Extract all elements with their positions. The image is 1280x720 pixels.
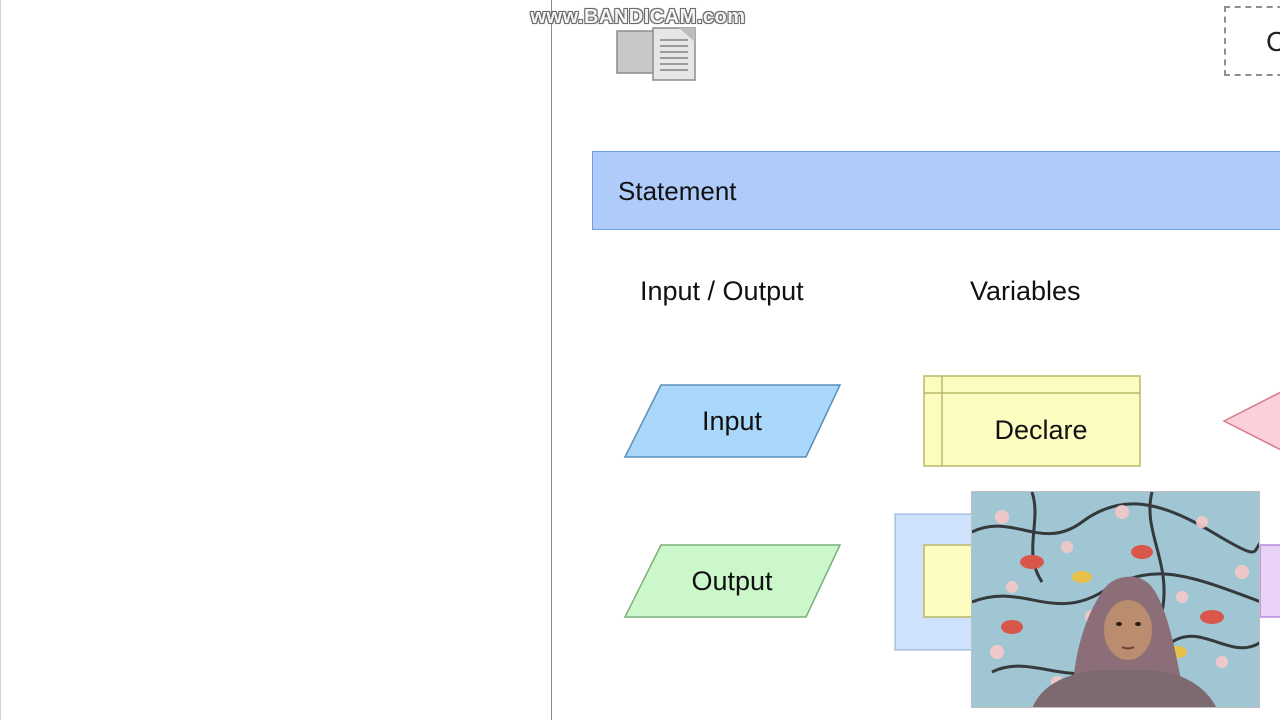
module-shape[interactable] bbox=[1259, 544, 1280, 618]
statement-section-header: Statement bbox=[592, 151, 1280, 230]
variables-heading: Variables bbox=[970, 276, 1081, 306]
output-label: Output bbox=[691, 566, 773, 596]
decision-shape[interactable] bbox=[1222, 390, 1280, 452]
statement-label: Statement bbox=[618, 176, 737, 206]
document-icon[interactable] bbox=[616, 22, 698, 82]
bandicam-watermark: www.BANDICAM.com bbox=[530, 6, 746, 28]
input-label: Input bbox=[701, 406, 763, 436]
io-heading: Input / Output bbox=[640, 276, 804, 306]
webcam-feed bbox=[972, 492, 1259, 707]
webcam-overlay bbox=[971, 491, 1260, 708]
declare-shape[interactable] bbox=[923, 375, 1141, 467]
dashed-shape-label: C bbox=[1266, 26, 1280, 58]
dashed-shape-button[interactable]: C bbox=[1224, 6, 1280, 76]
output-shape[interactable] bbox=[623, 544, 842, 618]
left-blank-panel bbox=[0, 0, 552, 720]
declare-label: Declare bbox=[994, 415, 1088, 445]
input-shape[interactable] bbox=[623, 384, 842, 458]
